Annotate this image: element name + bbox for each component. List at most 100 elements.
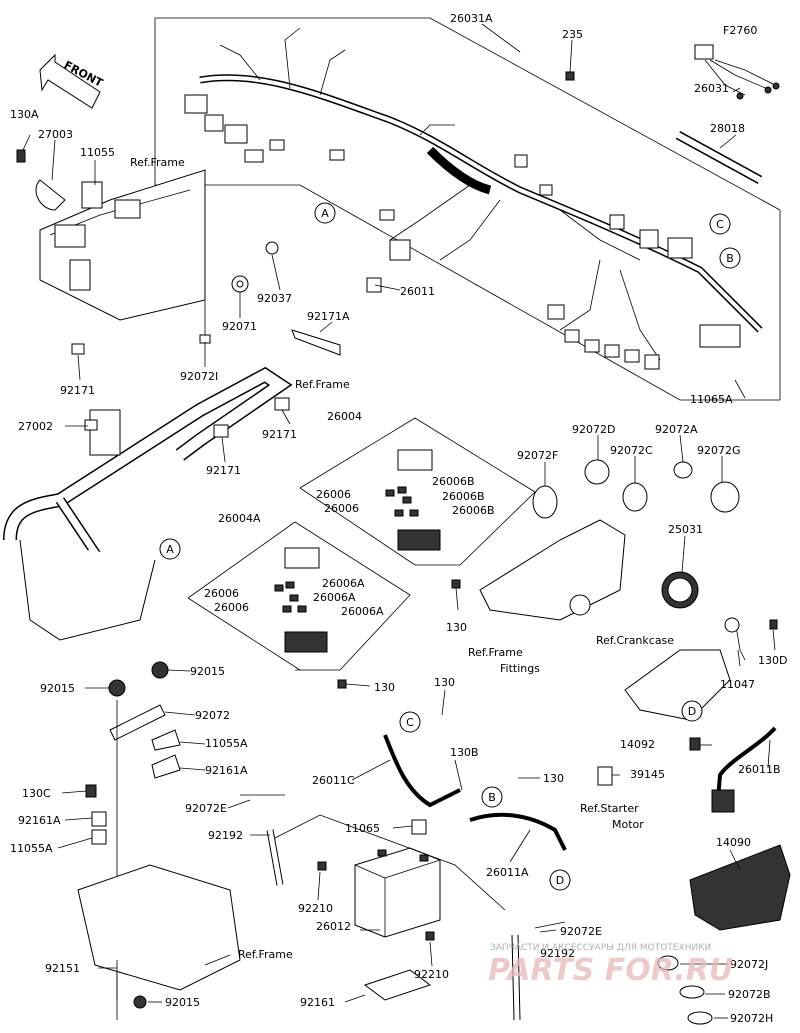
relay-box-26004A xyxy=(187,521,411,671)
label-130A: 130A xyxy=(10,108,39,121)
svg-text:C: C xyxy=(406,716,414,729)
svg-text:D: D xyxy=(688,705,696,718)
label-130-c: 130 xyxy=(434,676,455,689)
label-130C: 130C xyxy=(22,787,51,800)
label-92072E-2: 92072E xyxy=(560,925,602,938)
label-92071: 92071 xyxy=(222,320,257,333)
label-92171-a: 92171 xyxy=(60,384,95,397)
label-28018: 28018 xyxy=(710,122,745,135)
callout-b2: B xyxy=(481,786,503,808)
label-ref-crankcase: Ref.Crankcase xyxy=(596,634,674,647)
label-11065: 11065 xyxy=(345,822,380,835)
label-235: 235 xyxy=(562,28,583,41)
frame-main xyxy=(3,366,293,641)
label-25031: 25031 xyxy=(668,523,703,536)
clamps-92072 xyxy=(532,459,740,519)
callout-b1: B xyxy=(719,247,741,269)
label-92171-c: 92171 xyxy=(206,464,241,477)
label-92192: 92192 xyxy=(208,829,243,842)
label-130D: 130D xyxy=(758,654,787,667)
tube-28018 xyxy=(675,131,763,184)
callout-c1: C xyxy=(709,213,731,235)
label-92192-b: 92192 xyxy=(540,947,575,960)
label-92171A: 92171A xyxy=(307,310,350,323)
svg-text:B: B xyxy=(488,791,496,804)
battery-26012 xyxy=(274,814,506,1001)
crankcase-ref xyxy=(624,617,778,721)
label-92161: 92161 xyxy=(300,996,335,1009)
bolt-130-b xyxy=(337,679,347,689)
label-130B: 130B xyxy=(450,746,479,759)
label-92015-c: 92015 xyxy=(165,996,200,1009)
label-92210-b: 92210 xyxy=(414,968,449,981)
label-92072J: 92072J xyxy=(730,958,768,971)
label-92072E: 92072E xyxy=(185,802,227,815)
main-harness-26031A xyxy=(184,27,763,370)
harness-box xyxy=(154,17,781,401)
label-26006A-3: 26006A xyxy=(341,605,384,618)
label-26006-c: 26006 xyxy=(204,587,239,600)
label-92015-b: 92015 xyxy=(40,682,75,695)
label-92037: 92037 xyxy=(257,292,292,305)
clamps-bottom-right xyxy=(657,955,713,1025)
label-26006-b: 26006 xyxy=(324,502,359,515)
label-26006B-3: 26006B xyxy=(452,504,495,517)
label-92171-b: 92171 xyxy=(262,428,297,441)
label-92161A: 92161A xyxy=(205,764,248,777)
label-ref-starter-2: Motor xyxy=(612,818,644,831)
callout-d1: D xyxy=(681,700,703,722)
label-130-b: 130 xyxy=(374,681,395,694)
svg-text:B: B xyxy=(726,252,734,265)
callout-a2: A xyxy=(159,538,181,560)
label-ref-frame-1: Ref.Frame xyxy=(130,156,185,169)
label-130-a: 130 xyxy=(446,621,467,634)
label-92072H: 92072H xyxy=(730,1012,773,1025)
label-27002: 27002 xyxy=(18,420,53,433)
label-92072C: 92072C xyxy=(610,444,653,457)
frame-fittings xyxy=(479,519,699,621)
label-11055: 11055 xyxy=(80,146,115,159)
label-ref-starter-1: Ref.Starter xyxy=(580,802,639,815)
label-27003: 27003 xyxy=(38,128,73,141)
label-ref-frame-3: Ref.Frame xyxy=(238,948,293,961)
label-26006-d: 26006 xyxy=(214,601,249,614)
svg-text:C: C xyxy=(716,218,724,231)
frame-upper-left xyxy=(16,149,206,321)
cover-14090 xyxy=(689,844,791,931)
watermark-logo: PARTS FOR.RU xyxy=(488,953,733,988)
label-11055A-2: 11055A xyxy=(10,842,53,855)
label-26006-a: 26006 xyxy=(316,488,351,501)
svg-text:D: D xyxy=(556,874,564,887)
label-11065A: 11065A xyxy=(690,393,733,406)
relay-box-26004 xyxy=(299,417,536,566)
callout-a1: A xyxy=(314,202,336,224)
label-11047: 11047 xyxy=(720,678,755,691)
front-arrow xyxy=(39,53,101,109)
label-14092: 14092 xyxy=(620,738,655,751)
callout-d2: D xyxy=(549,869,571,891)
svg-text:A: A xyxy=(321,207,329,220)
bolt-130-a xyxy=(451,579,461,589)
label-26011B: 26011B xyxy=(738,763,781,776)
label-26006B-1: 26006B xyxy=(432,475,475,488)
label-39145: 39145 xyxy=(630,768,665,781)
label-26012: 26012 xyxy=(316,920,351,933)
callout-c2: C xyxy=(399,711,421,733)
label-14090: 14090 xyxy=(716,836,751,849)
label-92072I: 92072I xyxy=(180,370,218,383)
label-26031A: 26031A xyxy=(450,12,493,25)
label-26011A: 26011A xyxy=(486,866,529,879)
label-26031: 26031 xyxy=(694,82,729,95)
label-ref-frame-fittings-1: Ref.Frame xyxy=(468,646,523,659)
label-26006A-1: 26006A xyxy=(322,577,365,590)
bolt-235 xyxy=(565,71,575,81)
label-26006A-2: 26006A xyxy=(313,591,356,604)
label-92161A-2: 92161A xyxy=(18,814,61,827)
tubes-92192 xyxy=(240,794,566,1021)
label-92072D: 92072D xyxy=(572,423,615,436)
label-11055A: 11055A xyxy=(205,737,248,750)
watermark-text: ЗАПЧАСТИ И АКСЕССУАРЫ ДЛЯ МОТОТЕХНИКИ xyxy=(490,943,711,953)
label-26004A: 26004A xyxy=(218,512,261,525)
label-26004: 26004 xyxy=(327,410,362,423)
label-92072: 92072 xyxy=(195,709,230,722)
